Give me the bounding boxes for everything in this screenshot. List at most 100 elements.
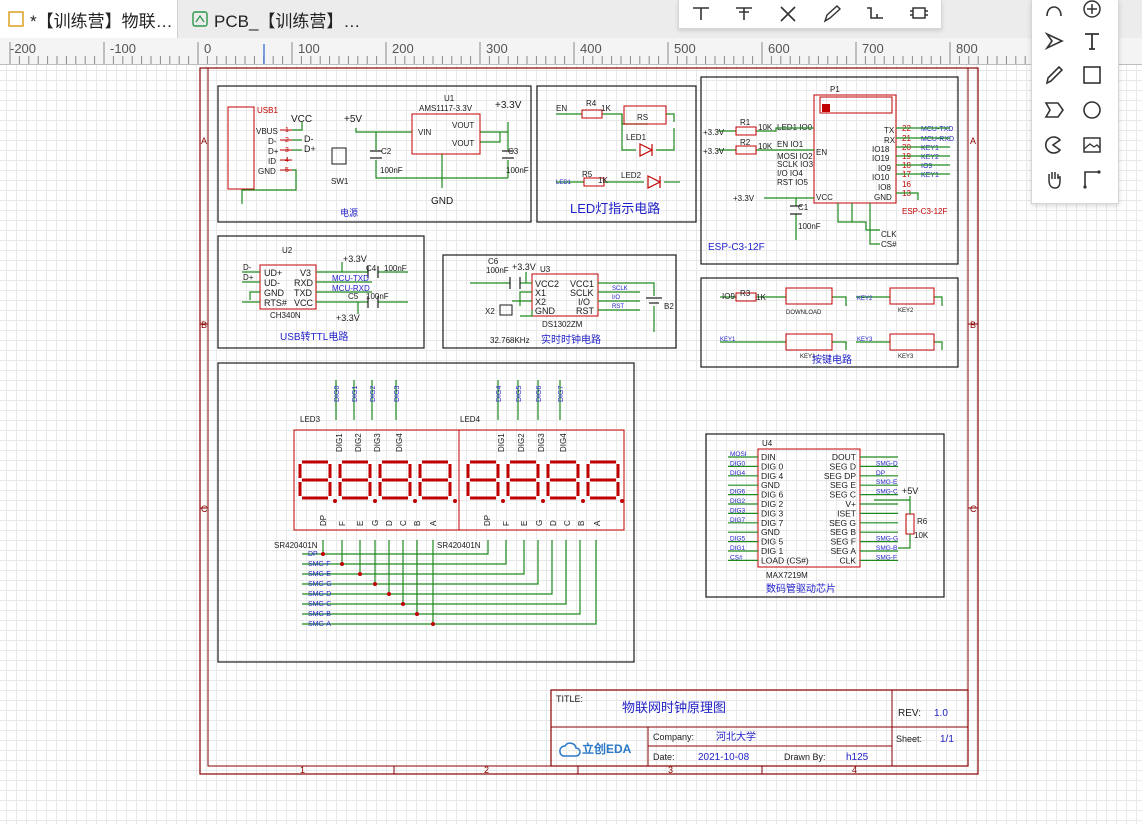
arc-icon[interactable] — [1041, 0, 1067, 22]
key3-net: KEY3 — [857, 337, 873, 343]
led2-ref: LED2 — [621, 171, 642, 180]
arrow-icon[interactable] — [1041, 28, 1067, 54]
col-label: 3 — [668, 765, 673, 775]
dig-pin: DIG4 — [559, 433, 568, 452]
power-block[interactable]: USB1 VBUS D- D+ ID GND 1 2 3 4 5 — [217, 85, 532, 223]
schematic-file-icon — [8, 11, 24, 27]
esp-net: KEY1 — [921, 172, 939, 179]
mcu-rxd-net: MCU-RXD — [332, 284, 370, 293]
row-label: B — [970, 320, 976, 330]
led4-part: SR420401N — [437, 541, 481, 550]
ruler-label: 800 — [956, 41, 978, 56]
ruler-label: 600 — [768, 41, 790, 56]
seven-segment-digits — [298, 460, 620, 500]
tab-pcb[interactable]: PCB_【训练营】… — [184, 0, 376, 38]
esp-net: MCU-TXD — [921, 126, 953, 133]
c2-ref: C2 — [381, 147, 392, 156]
max-net-left: DIG5 — [730, 536, 746, 543]
text-icon[interactable] — [1079, 28, 1105, 54]
led3-part: SR420401N — [274, 541, 318, 550]
u1-pin: VOUT — [452, 121, 474, 130]
dig-net: DIG6 — [536, 386, 543, 402]
circle-icon[interactable] — [1079, 97, 1105, 123]
mcu-txd-net: MCU-TXD — [332, 274, 369, 283]
r3-value: 1K — [756, 293, 766, 302]
u3-ref: U3 — [540, 265, 551, 274]
date-value: 2021-10-08 — [698, 752, 750, 763]
esp-block[interactable]: P1 ESP-C3-12F LED1 IO0 EN IO1 EN MOSI IO… — [700, 76, 959, 265]
lceda-logo-text: 立创EDA — [582, 741, 632, 756]
wire-x-icon[interactable] — [776, 4, 800, 24]
crystal-freq: 32.768KHz — [490, 336, 530, 345]
ruler-label: 0 — [204, 41, 212, 56]
max-pin-right: SEG B — [830, 527, 856, 537]
max-pin-left: DIG 4 — [761, 471, 783, 481]
netflag-icon[interactable] — [863, 4, 887, 24]
polyline-icon[interactable] — [1079, 166, 1105, 192]
ruler-label: 200 — [392, 41, 414, 56]
tab-schematic[interactable]: *【训练营】物联… — [0, 0, 178, 38]
ruler-label: 100 — [298, 41, 320, 56]
seg-pin: A — [429, 520, 438, 526]
cs-net: CS# — [881, 240, 897, 249]
plus33-label: +3.3V — [703, 147, 725, 156]
led-block[interactable]: EN R4 1K RS LED1 R5 1K LED2 LED1 LED灯指示电… — [536, 85, 697, 223]
esp-net: KEY1 — [921, 145, 939, 152]
c3-ref: C3 — [508, 147, 519, 156]
r2-ref: R2 — [740, 138, 751, 147]
pin-icon[interactable] — [732, 4, 756, 24]
plus-circle-icon[interactable] — [1079, 0, 1105, 22]
schematic-canvas[interactable]: A B C A B C 1 2 3 4 USB1 VBUS D- D+ ID G… — [0, 65, 1142, 824]
esp-part: ESP-C3-12F — [902, 207, 947, 216]
max-pin-left: DIG 7 — [761, 518, 783, 528]
en-net: EN — [556, 104, 567, 113]
max-pin-left: DIG 1 — [761, 546, 783, 556]
usb-pin: D- — [268, 137, 277, 146]
pin-icon[interactable] — [689, 4, 713, 24]
schematic-sheet[interactable]: A B C A B C 1 2 3 4 USB1 VBUS D- D+ ID G… — [0, 65, 1142, 824]
company-label: Company: — [653, 732, 694, 742]
display-block[interactable]: DIG0 DIG1 DIG2 DIG3 DIG4 DIG5 DIG6 DIG7 … — [217, 362, 635, 663]
ds1302-part: DS1302ZM — [542, 320, 583, 329]
led-block-title: LED灯指示电路 — [570, 201, 660, 216]
seg-pin: C — [563, 520, 572, 526]
esp-pin: VCC — [816, 193, 833, 202]
esp-pin: EN IO1 — [777, 140, 804, 149]
hand-icon[interactable] — [1041, 166, 1067, 192]
ch340-pin: GND — [264, 288, 285, 298]
pencil-icon[interactable] — [1041, 62, 1067, 88]
rectangle-icon[interactable] — [1079, 62, 1105, 88]
image-icon[interactable] — [1079, 132, 1105, 158]
company-value: 河北大学 — [716, 730, 756, 743]
pcb-file-icon — [192, 11, 208, 27]
rtc-net: I/O — [612, 295, 620, 301]
seg-net: SMG-D — [308, 591, 331, 598]
rtc-pin: I/O — [578, 297, 590, 307]
component-icon[interactable] — [907, 4, 931, 24]
pie-icon[interactable] — [1041, 132, 1067, 158]
rtc-block[interactable]: U3 DS1302ZM VCC2 X1 X2 GND VCC1 SCLK I/O… — [442, 254, 677, 349]
seg-pin: B — [577, 521, 586, 526]
pen-icon[interactable] — [820, 4, 844, 24]
dig-net: DIG4 — [496, 386, 503, 402]
seg-pin: C — [399, 520, 408, 526]
max-net-right: SMG-G — [876, 536, 898, 543]
sheet-value: 1/1 — [940, 734, 954, 745]
ch340-pin: UD+ — [264, 268, 282, 278]
max-net-left: DIG4 — [730, 470, 746, 477]
ruler-label: 300 — [486, 41, 508, 56]
download-switch: DOWNLOAD — [786, 310, 822, 316]
io9-net: IO9 — [722, 292, 735, 301]
esp-pin: EN — [816, 148, 827, 157]
rtc-pin: RST — [576, 306, 595, 316]
r5-ref: R5 — [582, 170, 593, 179]
row-label: A — [201, 136, 207, 146]
usb1-ref: USB1 — [257, 106, 278, 115]
plus33-label: +3.3V — [733, 194, 755, 203]
dig-pin: DIG2 — [354, 433, 363, 452]
polygon-icon[interactable] — [1041, 97, 1067, 123]
usbttl-block[interactable]: U2 CH340N UD+ UD- GND RTS# V3 RXD TXD VC… — [217, 235, 425, 349]
max-net-right: SMG-F — [876, 554, 897, 561]
keys-block[interactable]: IO9 R3 1K DOWNLOAD KEY1 KEY2 KEY3 KEY1 K… — [700, 277, 959, 368]
